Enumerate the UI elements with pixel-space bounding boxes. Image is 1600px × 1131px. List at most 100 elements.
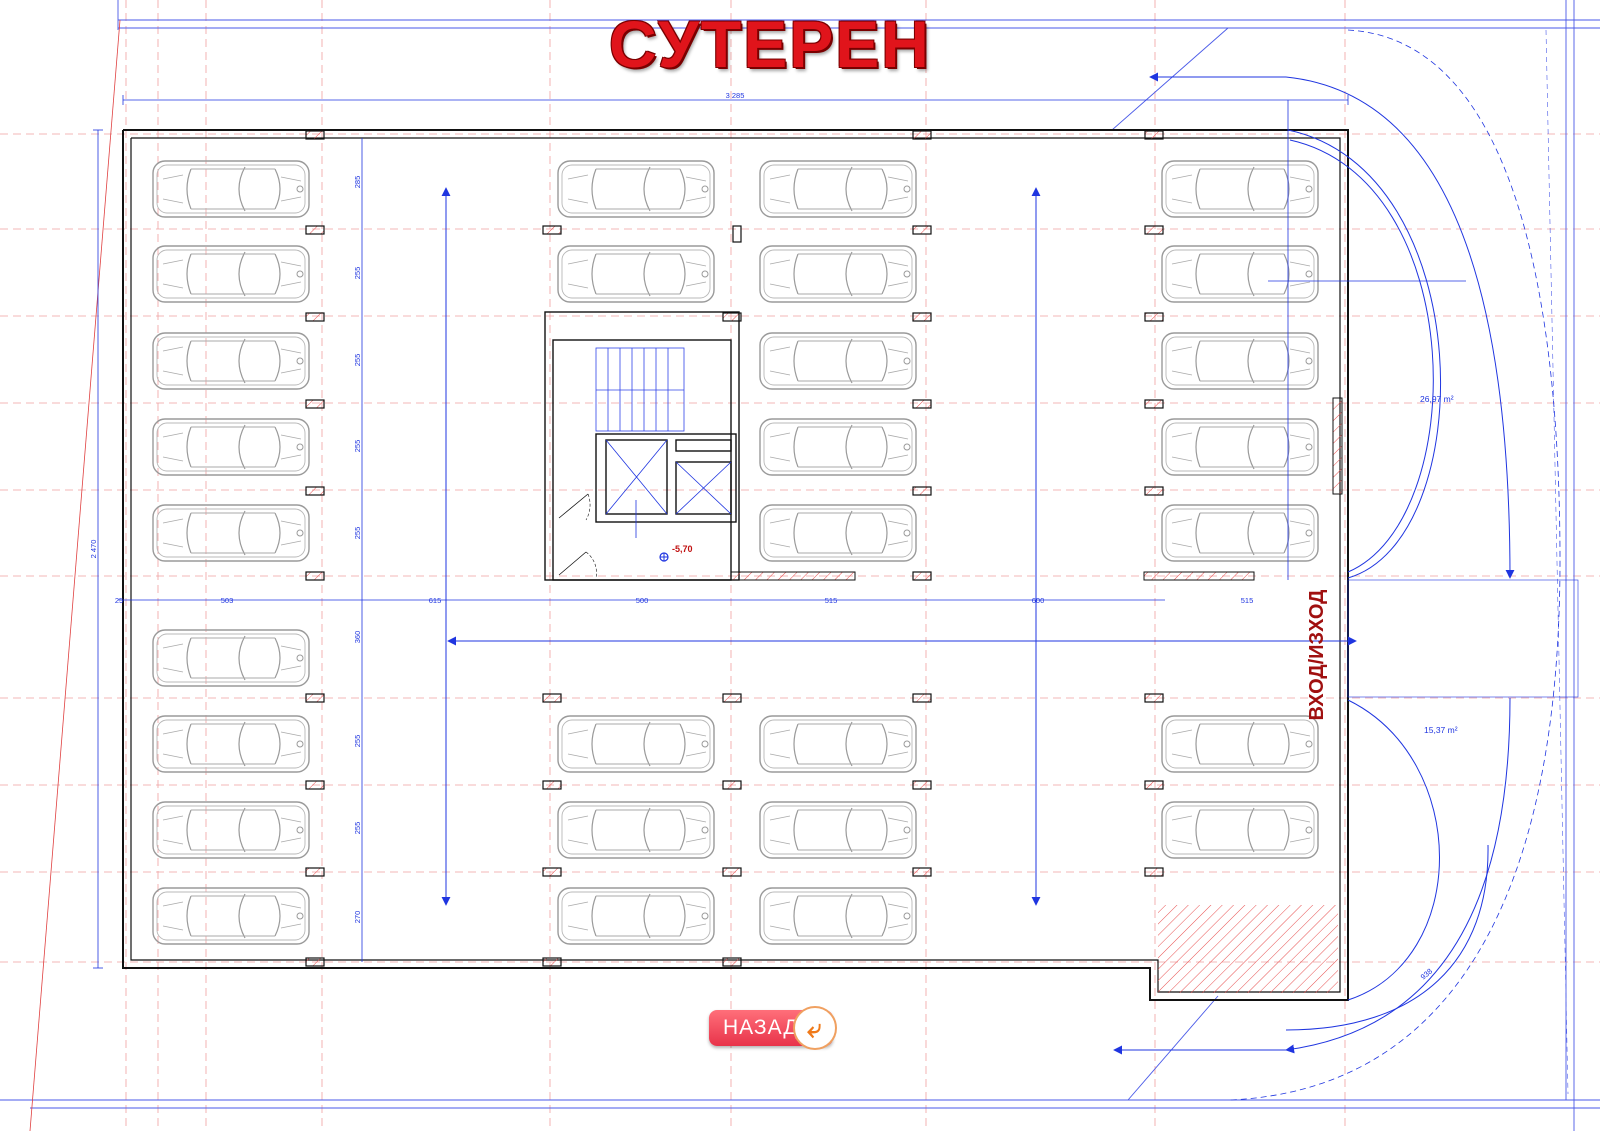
dim-v: 255 [353,527,362,540]
parked-car-icon [1161,160,1319,218]
wall-hatch [730,571,856,581]
column [912,780,932,790]
column [1144,225,1164,235]
area-label: 15,37 m² [1424,725,1458,735]
property-line [29,19,121,1131]
column [722,693,742,703]
column [732,225,742,243]
level-marker-icon [659,552,669,562]
back-button[interactable]: НАЗАД ⤶ [709,1006,837,1050]
parked-car-icon [152,629,310,687]
column [1144,780,1164,790]
parked-car-icon [152,332,310,390]
column [1144,693,1164,703]
parked-car-icon [1161,418,1319,476]
dim-h: 515 [1241,596,1254,605]
area-label: 26,97 m² [1420,394,1454,404]
stair-elevator-core [544,311,740,581]
parked-car-icon [759,504,917,562]
parked-car-icon [759,245,917,303]
parked-car-icon [759,715,917,773]
dim-v: 270 [353,911,362,924]
column [1144,312,1164,322]
column [912,225,932,235]
column [305,312,325,322]
column [912,486,932,496]
dim-h: 503 [221,596,234,605]
dimension-lines [93,95,1349,969]
parked-car-icon [557,160,715,218]
column [1144,399,1164,409]
parked-car-icon [557,245,715,303]
wall-hatch [1332,397,1343,495]
column [1144,867,1164,877]
dim-v: 255 [353,735,362,748]
entrance-label: ВХОД/ИЗХОД [1306,590,1328,721]
column [305,225,325,235]
column [542,225,562,235]
parking-spaces [152,160,1319,945]
column [1144,486,1164,496]
dim-v: 255 [353,267,362,280]
dim-h: 500 [636,596,649,605]
column [912,399,932,409]
parked-car-icon [759,418,917,476]
back-button-label: НАЗАД [723,1016,799,1039]
column [722,957,742,967]
parked-car-icon [1161,715,1319,773]
column [305,867,325,877]
parked-car-icon [557,887,715,945]
column [305,571,325,581]
column [305,399,325,409]
dim-ramp: 938 [1419,967,1434,982]
parked-car-icon [152,504,310,562]
dim-v: 255 [353,354,362,367]
dim-h: 25 [115,596,123,605]
column [912,130,932,140]
parked-car-icon [1161,801,1319,859]
wall-hatch [1143,571,1255,581]
parked-car-icon [1161,332,1319,390]
parked-car-icon [759,887,917,945]
column [912,571,932,581]
parked-car-icon [1161,245,1319,303]
parked-car-icon [152,715,310,773]
parked-car-icon [759,332,917,390]
parked-car-icon [152,801,310,859]
dim-overall-height: 2 470 [89,540,98,559]
column [542,693,562,703]
dim-v: 255 [353,822,362,835]
parked-car-icon [152,887,310,945]
column [305,693,325,703]
parked-car-icon [759,801,917,859]
dim-v: 285 [353,176,362,189]
parked-car-icon [1161,504,1319,562]
property-line [1545,29,1569,1095]
parked-car-icon [152,418,310,476]
structural-columns [305,130,1164,967]
traffic-direction-arrows [441,187,1357,906]
column [1144,130,1164,140]
dim-v: 360 [353,631,362,644]
horizontal-dims: 25 503 615 500 515 600 515 [115,596,1253,605]
vertical-dims: 285 255 255 255 255 360 255 255 270 [353,176,362,924]
dim-v: 255 [353,440,362,453]
column [722,867,742,877]
level-mark: -5,70 [672,544,693,554]
column [722,780,742,790]
column [912,693,932,703]
column [305,957,325,967]
column [912,867,932,877]
parked-car-icon [557,715,715,773]
ramp-corner-hatch [1158,905,1338,993]
column [542,780,562,790]
column [542,867,562,877]
dim-overall-width: 3 285 [726,91,745,100]
parked-car-icon [152,245,310,303]
parked-car-icon [557,801,715,859]
column [722,312,742,322]
column [305,486,325,496]
parked-car-icon [759,160,917,218]
